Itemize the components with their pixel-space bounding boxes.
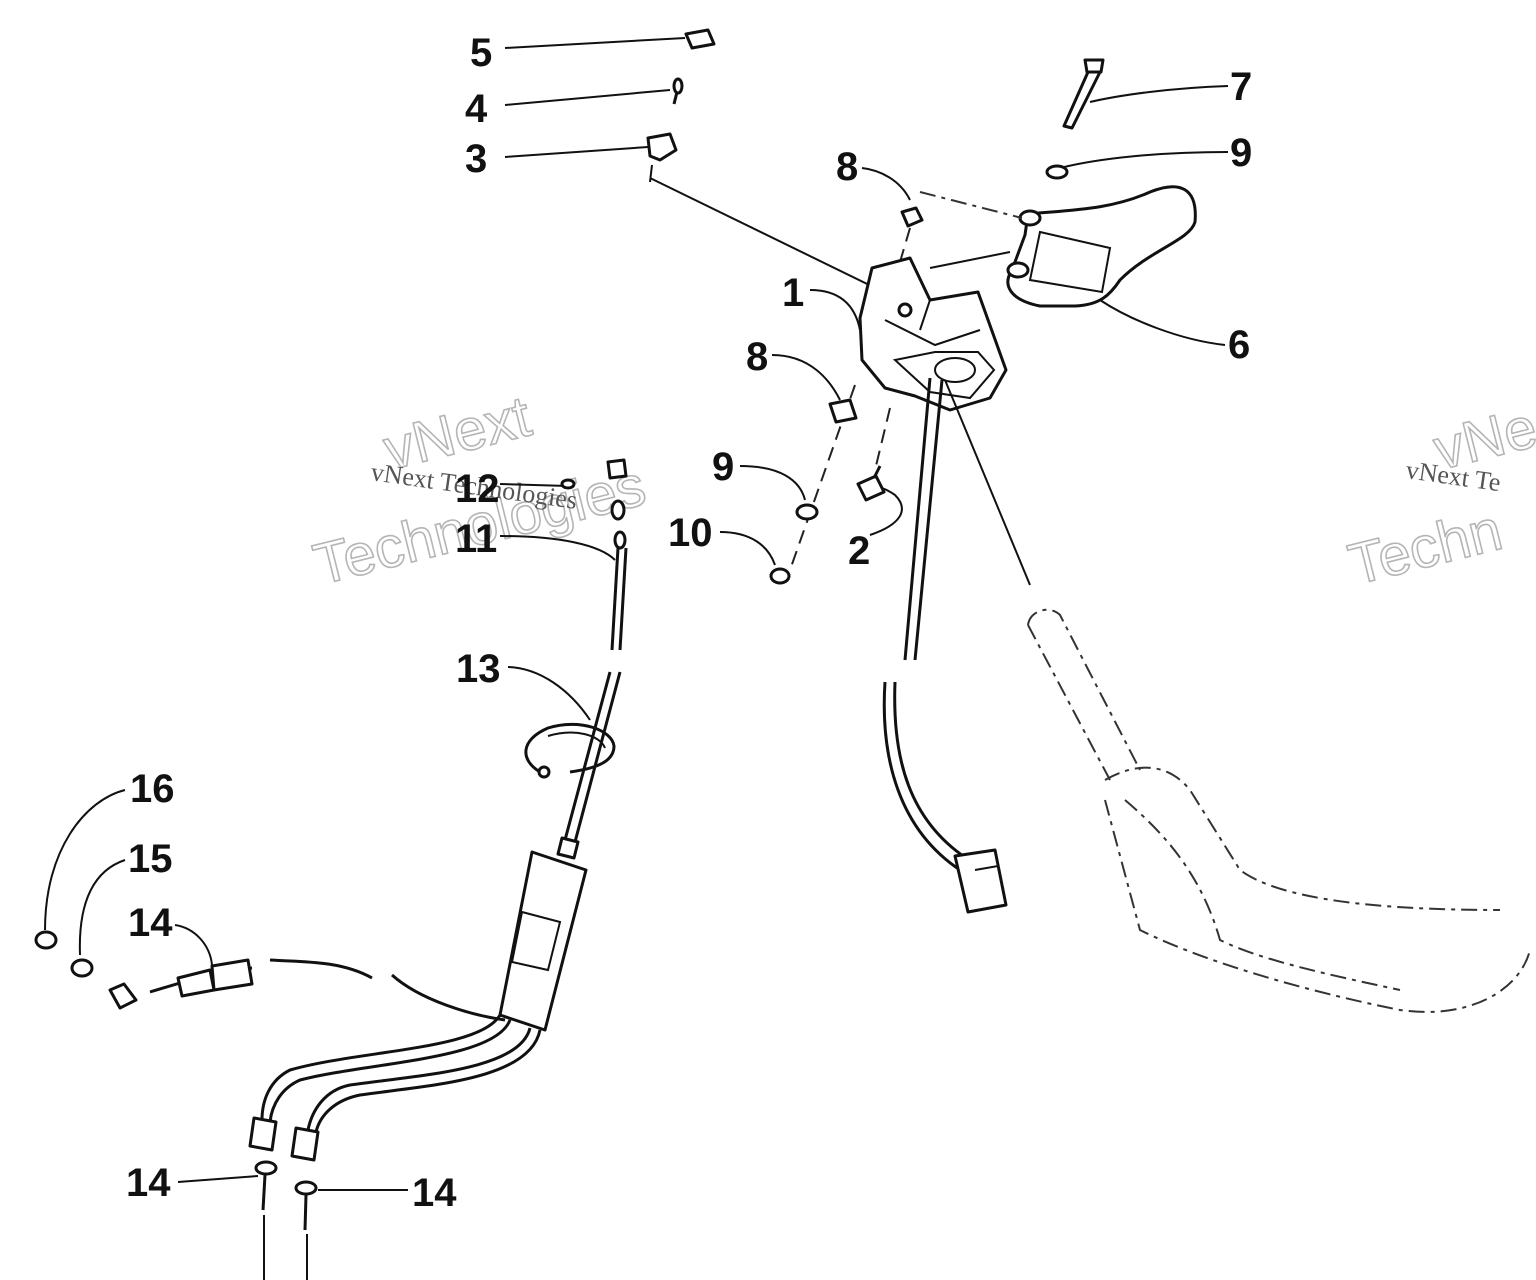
- item-8-nut-top: [899, 206, 924, 263]
- item-13-clamp: [524, 722, 616, 779]
- lever-cable: [649, 164, 901, 301]
- callout-3: 3: [465, 137, 487, 181]
- item-12-11-cable: [560, 458, 628, 651]
- callout-13: 13: [456, 647, 501, 691]
- callout-8-lower: 8: [746, 335, 768, 379]
- bottom-adjusters: [248, 1116, 320, 1280]
- callout-10: 10: [668, 511, 713, 555]
- callout-5: 5: [470, 31, 492, 75]
- callout-2: 2: [848, 529, 870, 573]
- callout-12: 12: [455, 467, 500, 511]
- callout-14-bottom-right: 14: [412, 1171, 457, 1215]
- callout-labels: 5 4 3 7 9 8 1 6 8 9 12 11 10 2 13 16 15 …: [126, 31, 1252, 1215]
- lower-hardware: [769, 384, 858, 585]
- callout-16: 16: [130, 767, 175, 811]
- switch-wire: [882, 377, 1008, 914]
- item-2-screw: [856, 407, 891, 502]
- item-6-lever: [919, 185, 1197, 308]
- item-3-block: [646, 132, 678, 162]
- callout-15: 15: [128, 837, 173, 881]
- left-cable-end: [34, 930, 254, 1010]
- throttle-cable-lower: [260, 671, 622, 1133]
- callout-14-bottom-left: 14: [126, 1161, 171, 1205]
- item-5-cap: [684, 28, 716, 50]
- callout-11: 11: [455, 517, 497, 561]
- item-4-screw: [672, 77, 684, 105]
- callout-9-lower: 9: [712, 445, 734, 489]
- callout-4: 4: [465, 87, 488, 131]
- item-1-housing: [858, 256, 1008, 412]
- callout-9-top: 9: [1230, 131, 1252, 175]
- item-9-washer-top: [1045, 164, 1069, 180]
- callout-7: 7: [1230, 65, 1252, 109]
- callout-1: 1: [782, 271, 804, 315]
- callout-14-left: 14: [128, 901, 173, 945]
- callout-8-top: 8: [836, 145, 858, 189]
- leader-lines: [44, 37, 1229, 1191]
- handlebar-phantom: [944, 379, 1531, 1013]
- watermark-technologies-right: Techn: [1342, 497, 1508, 598]
- item-7-bolt: [1062, 58, 1105, 130]
- callout-6: 6: [1228, 323, 1250, 367]
